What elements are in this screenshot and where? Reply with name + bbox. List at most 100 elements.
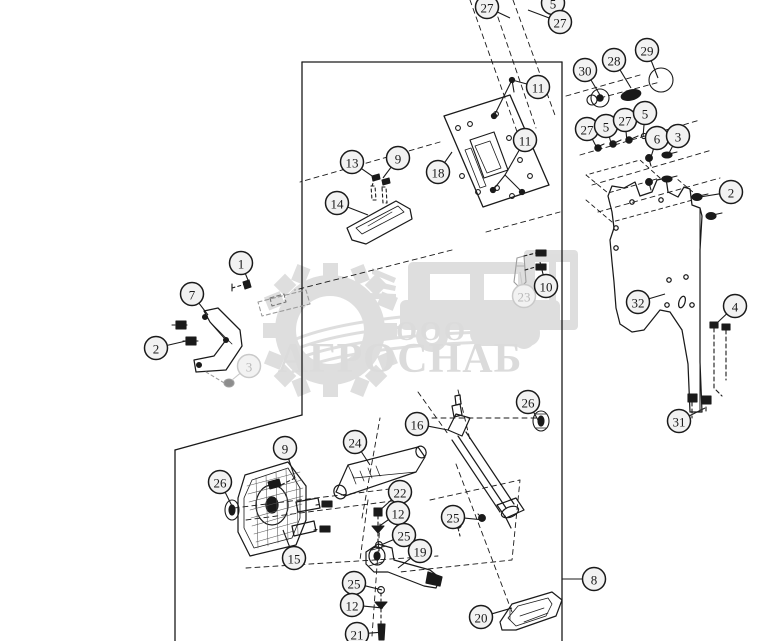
callout-31[interactable]: 31: [666, 407, 706, 434]
callout-leader: [428, 425, 449, 431]
callout-26[interactable]: 26: [207, 469, 234, 509]
callout-24[interactable]: 24: [342, 429, 371, 466]
callout-bubble[interactable]: [632, 100, 658, 126]
callout-leader: [244, 273, 251, 286]
callout-19[interactable]: 19: [397, 538, 433, 569]
callout-bubble[interactable]: [281, 545, 307, 571]
callout-bubble[interactable]: [547, 9, 573, 35]
callout-3[interactable]: 3: [231, 353, 262, 381]
callout-25[interactable]: 25: [380, 522, 417, 548]
callout-9[interactable]: 9: [382, 145, 411, 179]
callout-20[interactable]: 20: [468, 604, 513, 630]
callout-leader: [699, 193, 720, 198]
callout-25[interactable]: 25: [440, 504, 485, 530]
callout-12[interactable]: 12: [377, 500, 411, 528]
callout-bubble[interactable]: [722, 293, 748, 319]
callout-number: 28: [608, 54, 621, 69]
callout-leader: [527, 9, 550, 19]
callout-bubble[interactable]: [407, 538, 433, 564]
callout-bubble[interactable]: [179, 281, 205, 307]
callout-number: 26: [214, 476, 228, 491]
callout-bubble[interactable]: [339, 149, 365, 175]
callout-bubble[interactable]: [344, 621, 370, 641]
callout-6[interactable]: 6: [644, 125, 670, 161]
callout-bubble[interactable]: [440, 504, 466, 530]
callout-bubble[interactable]: [634, 37, 660, 63]
callout-10[interactable]: 10: [533, 261, 559, 299]
callout-27[interactable]: 27: [527, 9, 573, 35]
callout-bubble[interactable]: [425, 159, 451, 185]
callout-bubble[interactable]: [385, 145, 411, 171]
callout-15[interactable]: 15: [281, 529, 307, 571]
callout-number: 15: [288, 552, 301, 567]
callout-2[interactable]: 2: [699, 179, 744, 205]
callout-bubble[interactable]: [515, 389, 541, 415]
callout-bubble[interactable]: [468, 604, 494, 630]
callout-5[interactable]: 5: [593, 113, 619, 147]
callout-bubble[interactable]: [339, 592, 365, 618]
callout-bubble[interactable]: [665, 123, 691, 149]
callout-3[interactable]: 3: [665, 123, 691, 156]
callout-leader: [667, 145, 674, 156]
callout-7[interactable]: 7: [179, 281, 209, 316]
callout-bubble[interactable]: [525, 74, 551, 100]
callout-11[interactable]: 11: [511, 74, 551, 100]
callout-bubble[interactable]: [207, 469, 233, 495]
callout-number: 19: [414, 545, 427, 560]
callout-23[interactable]: 23: [511, 271, 537, 309]
callout-9[interactable]: 9: [272, 435, 298, 479]
callout-bubble[interactable]: [143, 335, 169, 361]
callout-bubble[interactable]: [581, 566, 607, 592]
callout-4[interactable]: 4: [717, 293, 748, 323]
callout-bubble[interactable]: [272, 435, 298, 461]
callout-bubble[interactable]: [533, 273, 559, 299]
callout-leader: [288, 458, 296, 479]
callout-5[interactable]: 5: [632, 100, 658, 138]
callout-number: 5: [642, 107, 649, 122]
part-19-lever: [365, 543, 443, 589]
callout-bubble[interactable]: [666, 408, 692, 434]
callout-number: 5: [603, 120, 610, 135]
callout-13[interactable]: 13: [339, 149, 376, 179]
callout-16[interactable]: 16: [404, 411, 449, 437]
callout-bubble[interactable]: [236, 353, 262, 379]
callout-bubble[interactable]: [512, 127, 538, 153]
callout-bubble[interactable]: [625, 289, 651, 315]
callout-18[interactable]: 18: [425, 151, 453, 185]
callout-bubble[interactable]: [718, 179, 744, 205]
callout-leader: [689, 407, 706, 417]
callout-29[interactable]: 29: [634, 37, 660, 79]
callout-bubble[interactable]: [391, 522, 417, 548]
callout-2[interactable]: 2: [143, 335, 187, 361]
callout-bubble[interactable]: [404, 411, 430, 437]
callout-bubble[interactable]: [511, 283, 537, 309]
callout-bubble[interactable]: [228, 250, 254, 276]
callout-leader: [511, 79, 528, 85]
callout-8[interactable]: 8: [562, 566, 607, 592]
callout-11[interactable]: 11: [504, 127, 538, 176]
callout-30[interactable]: 30: [572, 57, 601, 96]
callout-bubble[interactable]: [601, 47, 627, 73]
callout-leader: [608, 136, 613, 147]
callout-bubble[interactable]: [342, 429, 368, 455]
callout-26[interactable]: 26: [515, 389, 541, 421]
callout-27[interactable]: 27: [474, 0, 511, 20]
callout-leader: [198, 302, 209, 316]
callout-12[interactable]: 12: [339, 592, 384, 618]
callout-bubble[interactable]: [572, 57, 598, 83]
part-30-bushing: [586, 88, 610, 108]
callout-28[interactable]: 28: [601, 47, 632, 89]
callout-number: 1: [238, 257, 245, 272]
callout-bubble[interactable]: [474, 0, 500, 20]
callout-number: 32: [632, 296, 645, 311]
callout-number: 7: [189, 288, 196, 303]
callout-14[interactable]: 14: [324, 190, 369, 216]
callout-21[interactable]: 21: [344, 621, 385, 641]
callout-25[interactable]: 25: [341, 570, 383, 596]
ghost-outline-bracket: [585, 159, 701, 223]
callout-1[interactable]: 1: [228, 250, 254, 286]
callout-bubble[interactable]: [324, 190, 350, 216]
callout-32[interactable]: 32: [625, 289, 666, 315]
callout-number: 9: [395, 152, 402, 167]
assembly-boundary-frame: [174, 61, 563, 641]
